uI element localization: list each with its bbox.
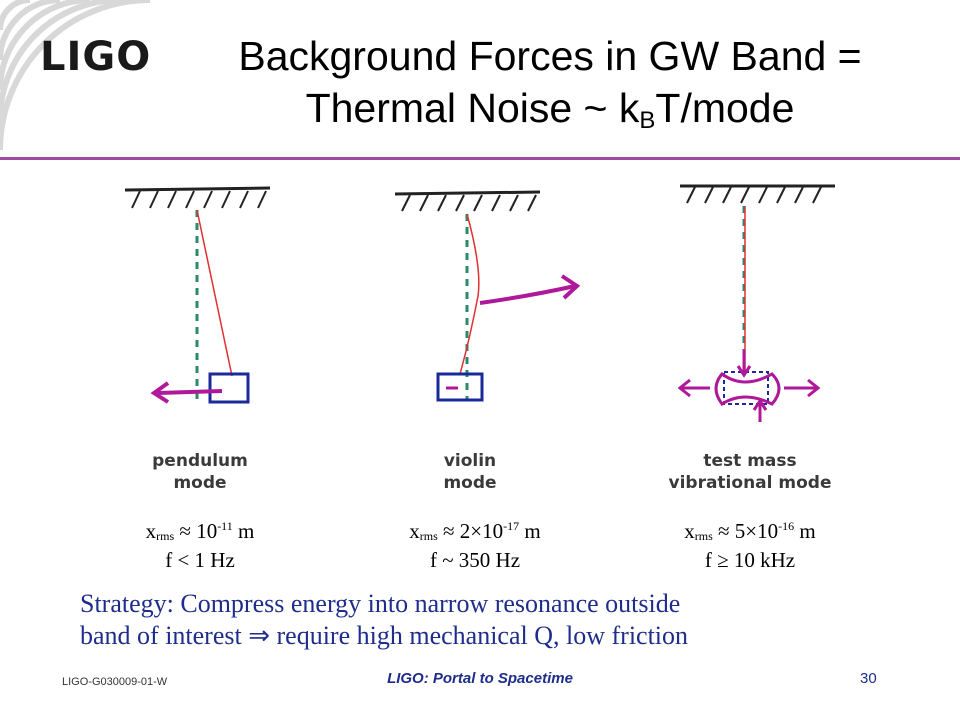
caption-line: mode — [173, 473, 227, 493]
violin-mass — [436, 372, 484, 402]
pendulum-caption: pendulum mode — [130, 450, 270, 494]
violin-stats: xrms ≈ 2×10-17 m f ~ 350 Hz — [365, 514, 585, 572]
strategy-line-1: Strategy: Compress energy into narrow re… — [80, 589, 681, 618]
ceiling-line — [394, 190, 541, 196]
vibrating-wire — [459, 213, 480, 375]
caption-line: pendulum — [152, 451, 248, 471]
motion-arrow-head — [150, 381, 170, 404]
ceiling-hatch — [131, 190, 267, 209]
document-id: LIGO-G030009-01-W — [62, 676, 168, 688]
left-arrow-head — [677, 378, 691, 398]
ceiling-line — [124, 186, 271, 192]
frequency-value: f ≥ 10 kHz — [704, 548, 796, 572]
frequency-value: f < 1 Hz — [165, 548, 235, 572]
ceiling-hatch — [686, 186, 822, 204]
xrms-value: xrms ≈ 5×10-16 m — [684, 519, 816, 543]
ligo-logo: LIGO — [40, 34, 152, 80]
up-arrow-head — [752, 398, 768, 411]
frequency-value: f ~ 350 Hz — [429, 548, 521, 572]
deformed-test-mass — [714, 371, 781, 407]
logo-arcs-graphic — [0, 0, 151, 151]
title-subscript: B — [639, 107, 656, 134]
test-mass-mode-sketch — [677, 184, 835, 422]
pendulum-mass — [208, 372, 250, 404]
caption-line: mode — [443, 473, 497, 493]
xrms-value: xrms ≈ 2×10-17 m — [409, 519, 541, 543]
strategy-text: Strategy: Compress energy into narrow re… — [80, 588, 880, 652]
title-line-2: Thermal Noise ~ kBT/mode — [150, 82, 950, 147]
test-mass-stats: xrms ≈ 5×10-16 m f ≥ 10 kHz — [640, 514, 860, 572]
title-line-1: Background Forces in GW Band = — [238, 33, 862, 79]
motion-arrow-head — [560, 274, 581, 300]
title-divider — [0, 157, 960, 160]
violin-caption: violin mode — [400, 450, 540, 494]
slide-title: Background Forces in GW Band = Thermal N… — [150, 30, 950, 147]
right-arrow-head — [807, 378, 821, 398]
title-line-2-end: T/mode — [655, 85, 795, 131]
test-mass-caption: test mass vibrational mode — [640, 450, 860, 494]
down-arrow-head — [736, 365, 752, 378]
page-number: 30 — [860, 670, 877, 687]
violin-mode-sketch — [394, 190, 581, 402]
suspension-wire — [196, 209, 233, 377]
xrms-value: xrms ≈ 10-11 m — [145, 519, 255, 543]
title-line-2-text: Thermal Noise ~ k — [305, 85, 640, 131]
caption-line: test mass — [703, 451, 797, 471]
caption-line: violin — [443, 451, 497, 471]
pendulum-mode-sketch — [124, 186, 271, 404]
motion-arrow-shaft — [479, 284, 576, 305]
footer-title: LIGO: Portal to Spacetime — [387, 670, 573, 687]
caption-line: vibrational mode — [668, 473, 832, 493]
ceiling-hatch — [401, 194, 537, 212]
pendulum-stats: xrms ≈ 10-11 m f < 1 Hz — [90, 514, 310, 572]
strategy-line-2: band of interest ⇒ require high mechanic… — [80, 621, 689, 650]
motion-arrow-shaft — [157, 389, 223, 395]
